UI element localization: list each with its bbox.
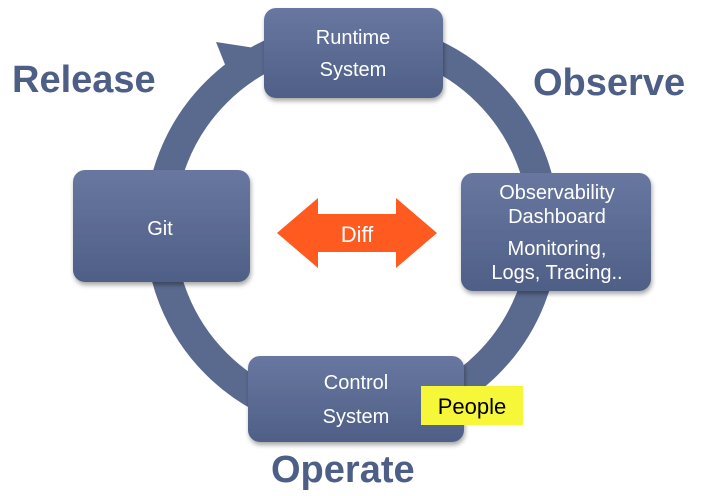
control-line2: System bbox=[323, 406, 390, 428]
phase-release: Release bbox=[12, 59, 156, 101]
runtime-line1: Runtime bbox=[316, 27, 390, 49]
diff-double-arrow bbox=[277, 198, 437, 268]
runtime-line2: System bbox=[320, 59, 387, 81]
people-badge bbox=[421, 386, 523, 425]
node-observability-dashboard bbox=[461, 173, 651, 291]
people-label: People bbox=[438, 394, 507, 419]
phase-operate: Operate bbox=[271, 449, 415, 491]
observability-line3: Monitoring, bbox=[508, 238, 607, 260]
cycle-arrowhead bbox=[216, 42, 268, 92]
node-control-system bbox=[248, 356, 464, 442]
node-runtime-system bbox=[264, 8, 443, 98]
observability-line1: Observability bbox=[499, 182, 615, 204]
phase-observe: Observe bbox=[533, 62, 685, 104]
observability-line4: Logs, Tracing.. bbox=[491, 262, 622, 284]
observability-line2: Dashboard bbox=[508, 206, 606, 228]
git-label: Git bbox=[147, 218, 173, 240]
diff-label: Diff bbox=[341, 222, 374, 247]
node-git bbox=[73, 170, 250, 282]
control-line1: Control bbox=[324, 372, 388, 394]
